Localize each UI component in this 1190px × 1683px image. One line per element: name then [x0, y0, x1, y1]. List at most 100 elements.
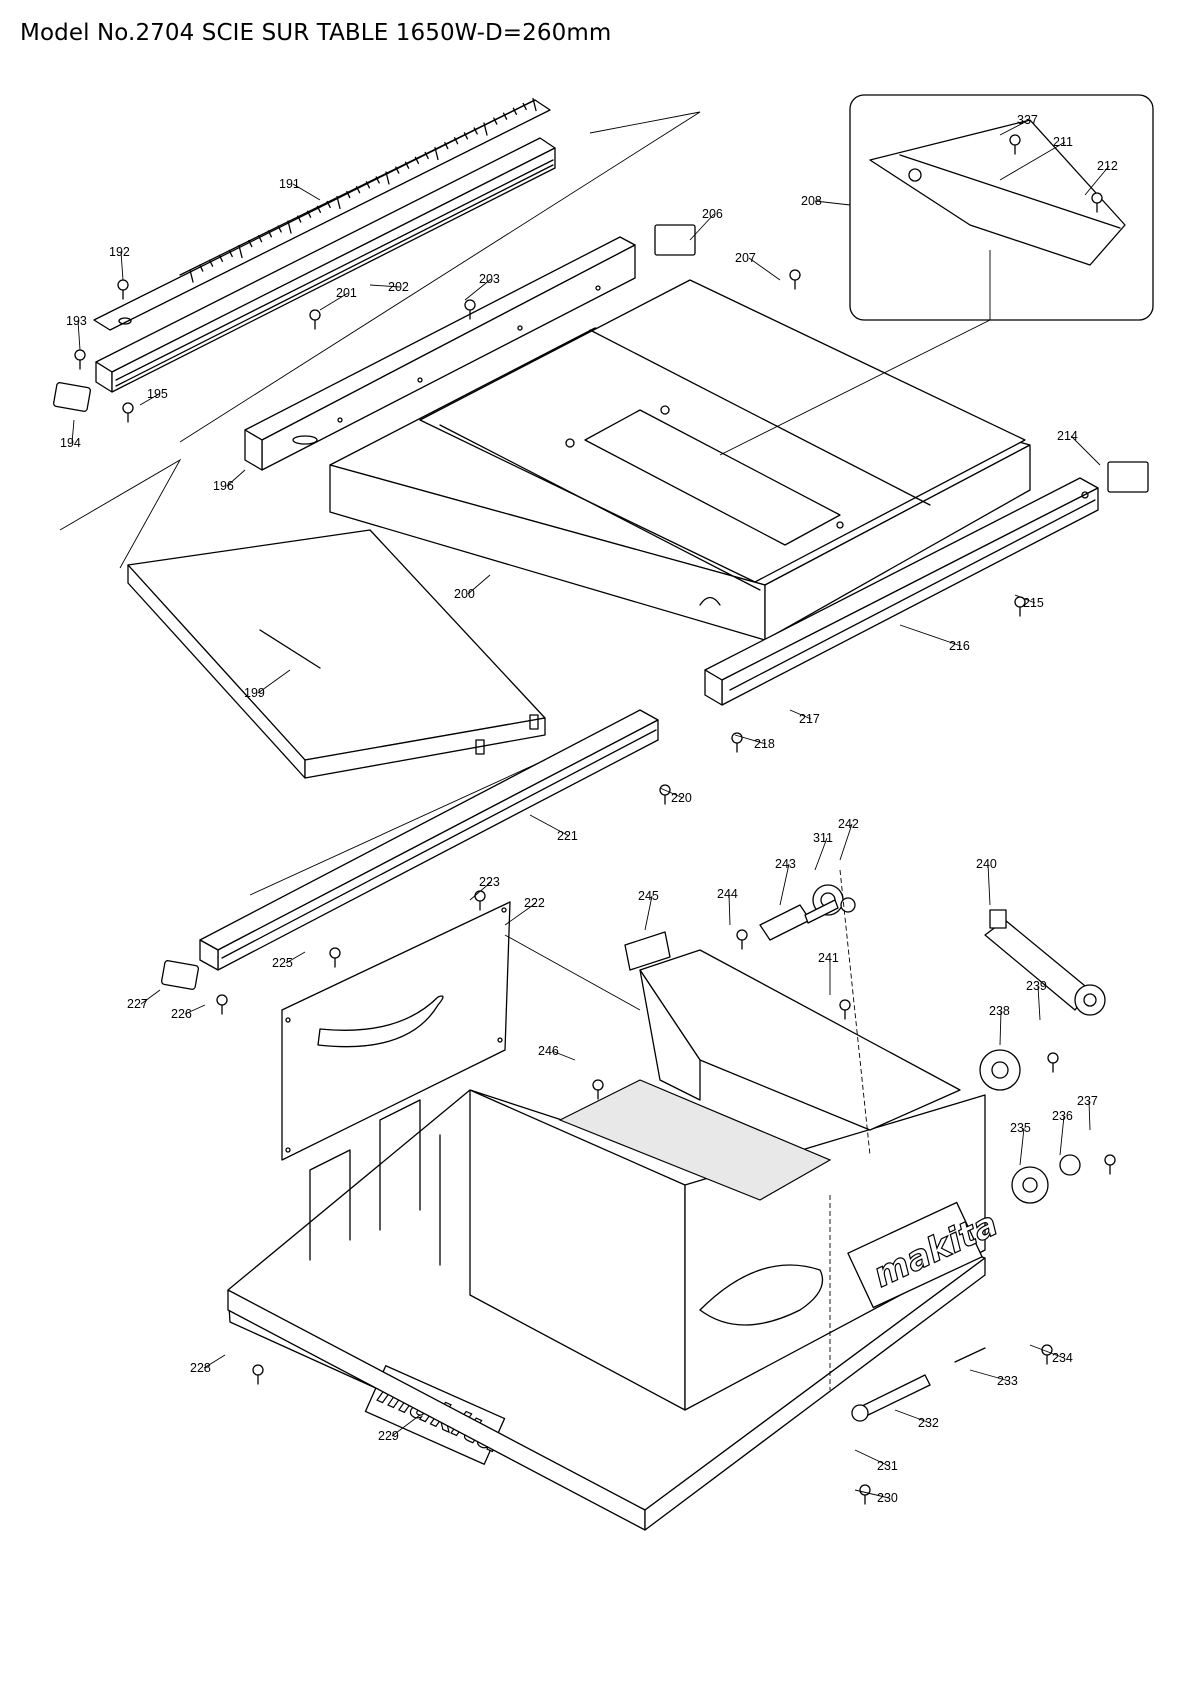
leader-line-212	[1084, 165, 1110, 196]
screw-part	[117, 279, 129, 291]
ruler-tick	[248, 239, 253, 248]
part-number-243: 243	[775, 857, 796, 871]
ruler-tick	[326, 200, 331, 209]
inset-box	[849, 94, 1154, 321]
part-number-230: 230	[877, 1491, 898, 1505]
screw-part	[731, 732, 743, 744]
part-number-240: 240	[976, 857, 997, 871]
leader-line-237	[1088, 1100, 1091, 1131]
part-number-311: 311	[813, 831, 833, 845]
leader-line-337	[999, 119, 1030, 136]
screw-part	[464, 299, 476, 311]
part-number-192: 192	[109, 245, 130, 259]
part-number-245: 245	[638, 889, 659, 903]
leader-line-200	[467, 574, 491, 595]
part-number-234: 234	[1052, 1351, 1073, 1365]
ruler-tick	[306, 210, 312, 218]
ruler-tick	[287, 220, 292, 234]
leader-line-216	[899, 624, 962, 647]
part-number-217: 217	[799, 712, 820, 726]
leader-line-228	[203, 1354, 226, 1369]
part-number-222: 222	[524, 896, 545, 910]
leader-line-199	[257, 669, 291, 694]
part-number-200: 200	[454, 587, 475, 601]
ruler-tick	[532, 97, 537, 112]
part-number-235: 235	[1010, 1121, 1031, 1135]
ruler-tick	[316, 205, 322, 213]
ruler-tick	[336, 195, 341, 210]
leader-line-202	[369, 284, 401, 288]
front-rail	[199, 709, 659, 971]
screw-part	[122, 402, 134, 414]
right-fence-rail	[704, 477, 1099, 706]
part-number-237: 237	[1077, 1094, 1098, 1108]
ruler-tick	[414, 156, 420, 164]
part-number-218: 218	[754, 737, 775, 751]
ruler-tick	[434, 146, 439, 161]
leader-line-206	[689, 213, 715, 241]
screw-part	[1104, 1154, 1116, 1166]
part-number-201: 201	[336, 286, 357, 300]
leader-line-217	[789, 709, 812, 720]
leader-line-225	[285, 951, 306, 964]
part-number-199: 199	[244, 686, 265, 700]
screw-part	[216, 994, 228, 1006]
leader-line-193	[77, 320, 81, 351]
part-number-236: 236	[1052, 1109, 1073, 1123]
part-number-225: 225	[272, 956, 293, 970]
part-number-202: 202	[388, 280, 409, 294]
part-number-216: 216	[949, 639, 970, 653]
ruler-tick	[375, 176, 380, 184]
ruler-tick	[346, 190, 351, 199]
ruler-tick	[483, 122, 488, 136]
leader-line-236	[1059, 1115, 1065, 1156]
ruler-tick	[267, 230, 273, 238]
leader-line-234	[1029, 1344, 1065, 1359]
leader-line-233	[969, 1369, 1010, 1382]
ruler-tick	[208, 259, 214, 267]
leader-line-243	[779, 863, 790, 906]
leader-line-201	[319, 292, 349, 311]
ruler-tick	[228, 249, 233, 258]
part-number-238: 238	[989, 1004, 1010, 1018]
part-number-196: 196	[213, 479, 234, 493]
ruler-tick	[257, 235, 263, 243]
leader-line-203	[464, 278, 492, 301]
ruler-tick	[463, 132, 469, 140]
part-number-208: 208	[801, 194, 822, 208]
ruler-tick	[385, 171, 390, 185]
ruler-tick	[365, 181, 371, 189]
part-number-228: 228	[190, 1361, 211, 1375]
part-number-244: 244	[717, 887, 738, 901]
ruler-tick	[404, 161, 410, 169]
ruler-tick	[512, 107, 518, 115]
ruler-tick	[277, 225, 282, 233]
part-number-232: 232	[918, 1416, 939, 1430]
fence-rail	[95, 137, 556, 393]
part-number-337: 337	[1017, 113, 1038, 127]
part-number-226: 226	[171, 1007, 192, 1021]
ruler-tick	[238, 244, 243, 259]
ruler-tick	[502, 112, 508, 120]
ruler-tick	[444, 141, 449, 150]
leader-line-223	[469, 881, 492, 901]
scale-ruler	[93, 97, 551, 331]
leader-line-192	[120, 251, 124, 281]
leader-line-218	[734, 734, 767, 745]
leader-line-222	[504, 902, 537, 926]
leader-line-215	[1014, 594, 1036, 604]
part-number-193: 193	[66, 314, 87, 328]
ruler-tick	[297, 215, 302, 223]
part-number-214: 214	[1057, 429, 1078, 443]
part-number-231: 231	[877, 1459, 898, 1473]
part-number-212: 212	[1097, 159, 1118, 173]
wrench	[984, 909, 1106, 1016]
ruler-tick	[395, 166, 400, 174]
leader-line-196	[226, 469, 246, 487]
part-number-203: 203	[479, 272, 500, 286]
ruler-tick	[493, 117, 498, 125]
ruler-tick	[355, 186, 361, 194]
part-number-211: 211	[1053, 135, 1073, 149]
leader-line-231	[854, 1449, 890, 1467]
